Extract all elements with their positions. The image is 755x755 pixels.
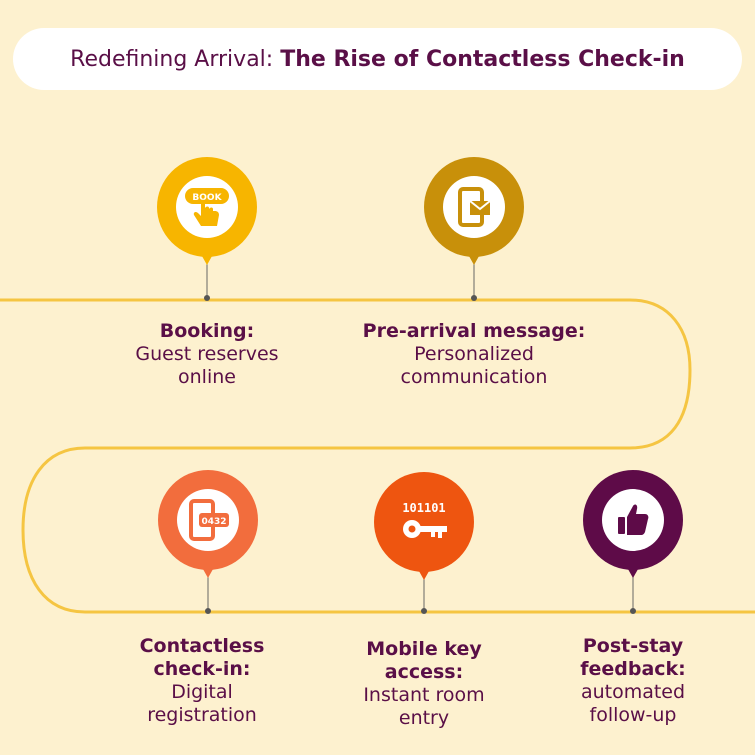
step-description: communication [400,366,548,388]
marker-dot [471,295,477,301]
step-heading: Mobile key [366,638,482,660]
binary-label: 101101 [402,501,445,515]
step-heading: Pre-arrival message: [362,320,586,342]
step-pre-arrival: Pre-arrival message: Personalized commun… [339,320,609,389]
marker-dot [421,608,427,614]
step-mobile-key: Mobile key access: Instant room entry [314,638,534,730]
step-description: automated [580,681,686,703]
pin-mobile-key: 101101 [374,472,474,597]
marker-dot [205,608,211,614]
step-contactless-check-in: Contactless check-in: Digital registrati… [92,635,312,727]
pin-booking: BOOK [157,157,257,282]
phone-message-icon [443,176,505,238]
code-icon-label: 0432 [201,517,226,527]
book-icon-label: BOOK [192,193,222,203]
title-light: Redefining Arrival: [70,46,274,72]
step-description: registration [147,704,257,726]
title-banner: Redefining Arrival: The Rise of Contactl… [13,28,742,90]
step-description: entry [398,707,450,729]
step-heading: feedback: [580,658,686,680]
step-booking: Booking: Guest reserves online [97,320,317,389]
pin-pre-arrival [424,157,524,282]
step-description: Digital [171,681,233,703]
step-heading: Post-stay [582,635,684,657]
pin-contactless-check-in: 0432 [158,470,258,595]
step-heading: Contactless [139,635,265,657]
marker-dot [204,295,210,301]
title-bold: The Rise of Contactless Check-in [280,46,685,72]
step-description: follow-up [589,704,677,726]
step-description: Instant room [363,684,485,706]
pin-post-stay [583,470,683,595]
step-description: Guest reserves [135,343,279,365]
step-heading: access: [384,661,464,683]
phone-code-icon: 0432 [177,489,239,551]
step-heading: Booking: [159,320,255,342]
digital-key-icon: 101101 [393,491,455,553]
book-tap-icon: BOOK [176,176,238,238]
step-description: online [178,366,236,388]
step-post-stay: Post-stay feedback: automated follow-up [533,635,733,727]
marker-dot [630,608,636,614]
thumbs-up-icon [602,489,664,551]
step-heading: check-in: [153,658,251,680]
step-description: Personalized [414,343,534,365]
